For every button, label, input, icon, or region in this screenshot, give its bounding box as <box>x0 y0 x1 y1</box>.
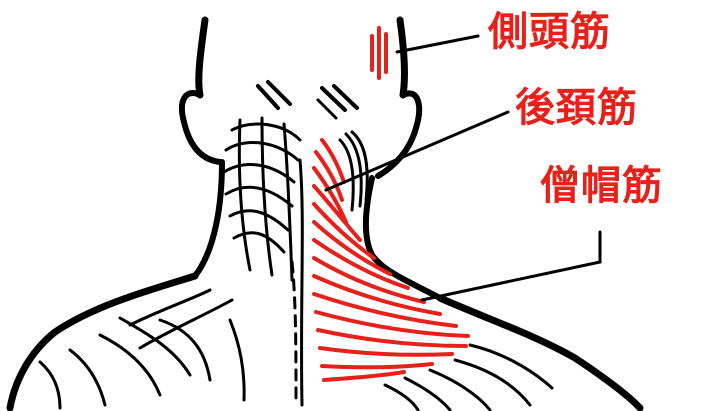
leader-line-temporalis <box>397 36 478 52</box>
left-muscle-hatching <box>40 118 300 408</box>
leader-line-trapezius <box>422 232 600 300</box>
spine-lines <box>292 160 302 405</box>
label-posterior-neck: 後頚筋 <box>515 86 638 130</box>
label-side-head: 側頭筋 <box>488 10 611 54</box>
temporalis-muscle <box>372 28 386 78</box>
trapezius-muscle <box>314 140 468 380</box>
label-trapezius: 僧帽筋 <box>540 164 663 208</box>
right-dark-muscle <box>340 132 367 210</box>
